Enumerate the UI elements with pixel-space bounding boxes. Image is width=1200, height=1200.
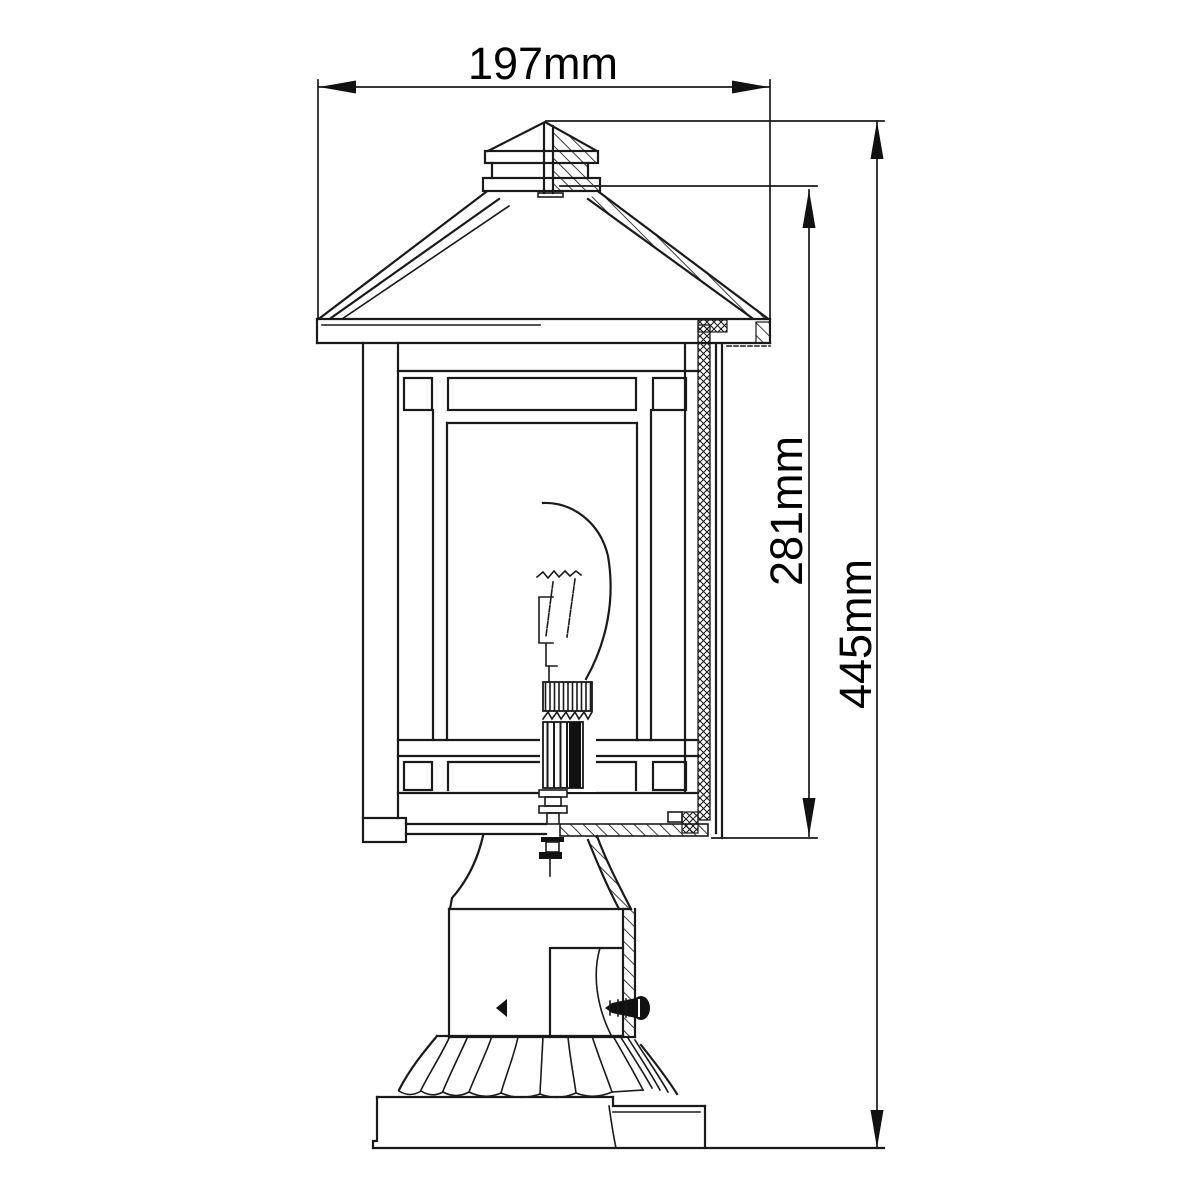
- lantern-body: [361, 324, 724, 844]
- light-bulb: [535, 501, 612, 683]
- stem-bracket: [538, 596, 558, 683]
- pedestal-door: [548, 946, 625, 1039]
- dimension-arrow: [732, 80, 769, 94]
- plinth: [371, 1095, 886, 1150]
- dimension-overall-height: 445mm: [545, 120, 885, 1149]
- mounting-bell: [447, 834, 633, 911]
- bulb-socket: [538, 681, 596, 877]
- finial: [481, 120, 602, 198]
- left-foot: [361, 816, 408, 844]
- overall-height-dimension-label: 445mm: [830, 559, 881, 709]
- dimension-arrow: [870, 121, 884, 159]
- roof: [315, 190, 772, 347]
- mounting-screw: [605, 996, 650, 1020]
- dimension-lantern-height: 281mm: [559, 185, 818, 839]
- vent-marker: [496, 999, 507, 1017]
- filament: [535, 569, 583, 580]
- dimension-arrow: [319, 80, 356, 94]
- lantern-height-dimension-label: 281mm: [761, 436, 812, 586]
- width-dimension-label: 197mm: [468, 38, 618, 89]
- filament-supports: [545, 578, 576, 638]
- dimension-arrow: [802, 798, 816, 836]
- right-wall-section: [697, 324, 711, 821]
- bottom-plate: [404, 822, 709, 837]
- thread-zigzag: [541, 710, 594, 721]
- window-grid: [396, 369, 700, 795]
- fluted-base: [397, 1034, 679, 1099]
- pedestal: [447, 907, 650, 1039]
- dimension-arrow: [802, 190, 816, 228]
- dimension-width: 197mm: [317, 38, 771, 320]
- dimension-arrow: [870, 1110, 884, 1148]
